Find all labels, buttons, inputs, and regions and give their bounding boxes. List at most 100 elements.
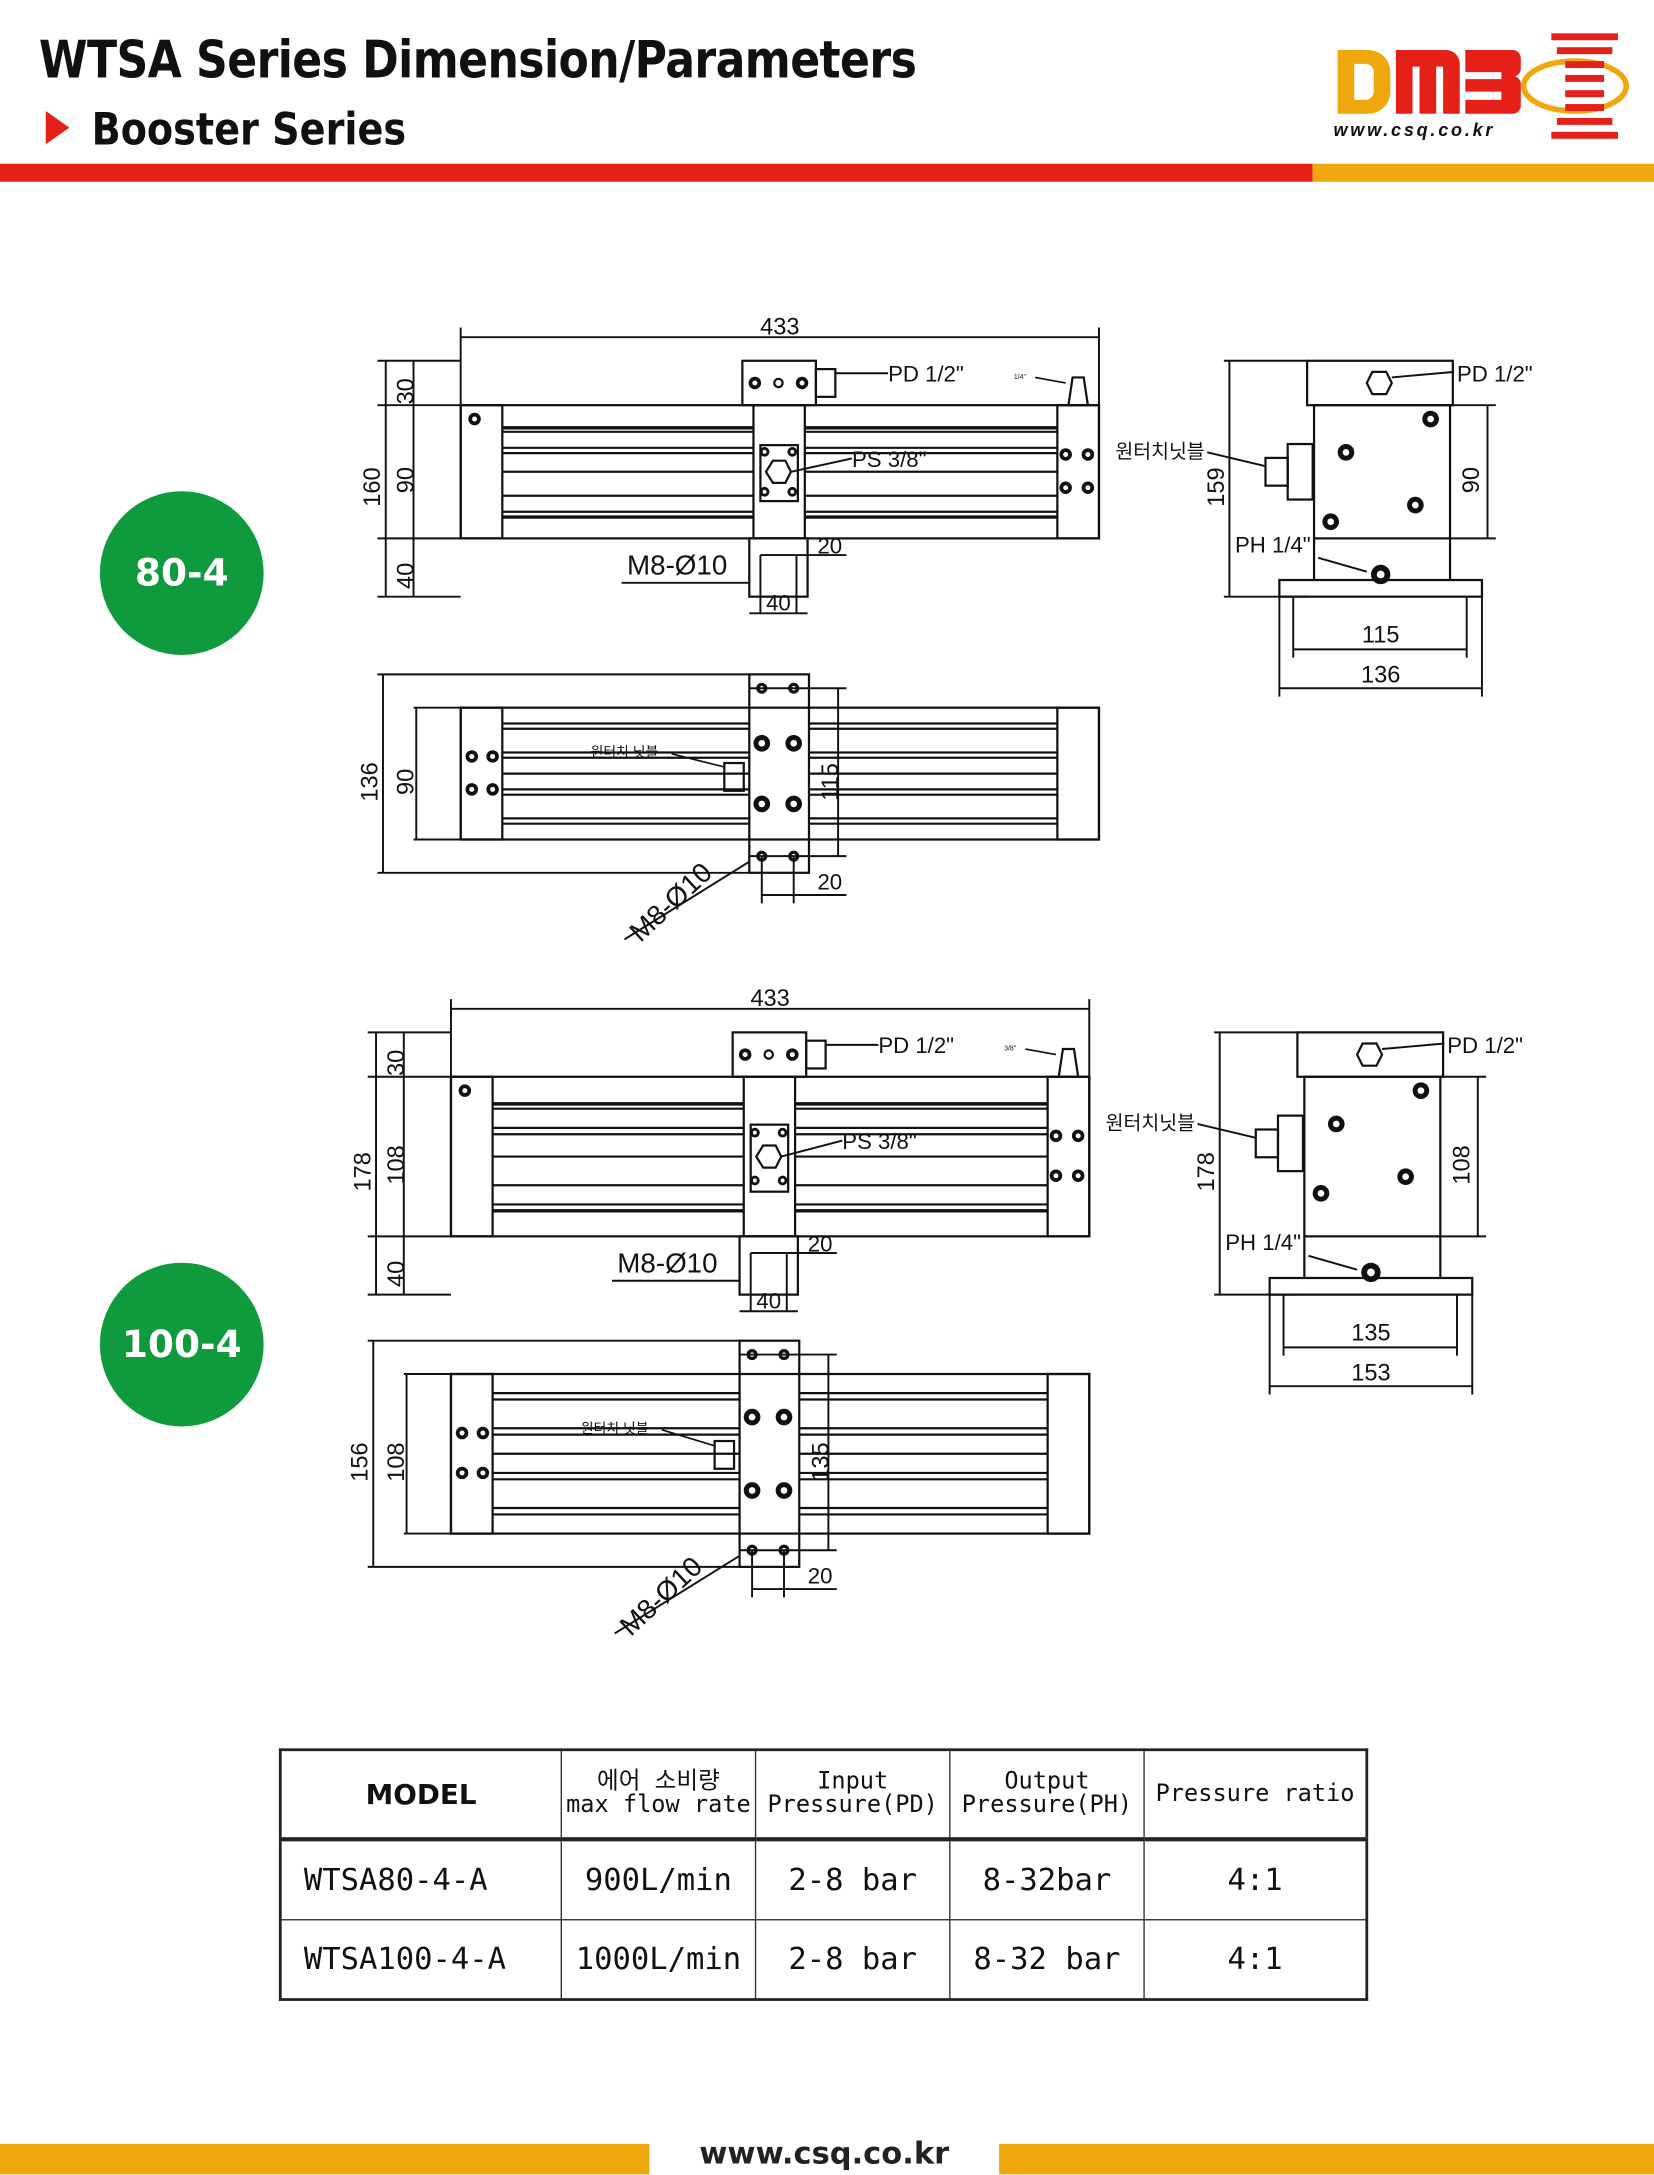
bolt-hole-center [748,1487,756,1494]
top-total-height-label: 136 [356,762,382,801]
foot-offset-label: 20 [808,1232,833,1257]
bolt-hole-center [1332,1120,1340,1128]
bolt-hole-center [480,1470,486,1476]
bolt-hole-center [762,489,767,494]
pd-fitting [805,1039,827,1070]
side-top-block [1296,1031,1445,1078]
center-block-top [738,1339,801,1568]
side-nipple-block [1286,442,1314,501]
top-mount-label: M8-Ø10 [614,1550,708,1641]
side-body [1303,1075,1442,1238]
side-body [1312,404,1452,540]
small-port-fitting [1067,376,1090,407]
pd-port-label: PD 1/2" [878,1033,954,1058]
ps-hex-fitting [754,1144,783,1169]
bolt-hole-center [459,1430,465,1436]
bolt-hole-center [780,1413,788,1421]
side-nipple-label: 원터치닛블 [1115,441,1204,463]
nipple-fitting [723,761,745,792]
table-row: WTSA80-4-A 900L/min 2-8 bar 8-32bar 4:1 [279,1838,1368,1921]
leader-line [1308,1254,1358,1271]
bolt-hole-center [1376,570,1385,579]
page-subtitle: Booster Series [91,102,407,156]
header-bar-red [0,163,1313,182]
leader-line [661,1429,715,1447]
bolt-hole-center [1367,1268,1375,1277]
side-nipple-label: 원터치닛블 [1106,1113,1195,1135]
end-cap-right [1046,1075,1091,1238]
bolt-hole-center [758,739,766,747]
ps-port-label: PS 3/8" [842,1129,916,1154]
nipple-label: 원터치 닛블 [581,1420,649,1436]
bolt-hole-center [1427,415,1434,423]
hole-offset-label: 20 [808,1564,833,1589]
leader-line [1381,1042,1445,1050]
leader-line [1206,451,1266,468]
bolt-hole-center [789,1052,795,1058]
bolt-hole-center [490,786,496,792]
side-nipple-block [1276,1114,1305,1173]
side-total-height-label: 178 [1193,1152,1219,1191]
overall-length-label: 433 [760,313,799,339]
center-block-top [748,673,811,874]
ps-port-plate [759,444,799,503]
side-ph-label: PH 1/4" [1225,1230,1301,1255]
bolt-hole-center [748,1413,756,1421]
bolt-hole-center [780,1130,785,1135]
inner-width-label: 135 [1351,1319,1390,1345]
header-bar-yellow [1312,163,1654,182]
mount-label: M8-Ø10 [617,1247,717,1278]
bottom-height-label: 40 [393,563,419,589]
foot-offset-label: 20 [817,534,842,559]
small-port-label: 3/8" [1004,1045,1017,1052]
bolt-hole-center [1063,485,1069,491]
cell-flow: 900L/min [560,1838,757,1921]
mount-foot [748,537,809,598]
bolt-hole-center [480,1430,486,1436]
leader-line [790,457,853,473]
nipple-fitting [713,1439,736,1470]
logo-url: www.csq.co.kr [1333,119,1496,141]
bolt-hole-center [780,1487,788,1494]
bottom-height-label: 40 [383,1261,409,1287]
col-input-2: Pressure(PD) [767,1791,938,1820]
bolt-hole-center [790,800,798,808]
side-total-height-label: 159 [1203,467,1229,506]
side-nipple [1264,456,1289,487]
nipple-label: 원터치 닛블 [591,743,659,759]
leader-line [623,860,750,941]
mount-label: M8-Ø10 [627,549,727,580]
col-output-2: Pressure(PH) [961,1791,1133,1820]
bolt-hole-center [1402,1173,1409,1181]
bolt-hole-center [1075,1133,1081,1139]
foot-width-label: 40 [766,591,791,616]
end-cap-right [1046,1372,1091,1535]
bolt-hole-center [490,753,496,759]
leader-line [1197,1123,1257,1139]
footer-url[interactable]: www.csq.co.kr [699,2136,950,2172]
pd-fitting [814,367,837,398]
cell-model: WTSA80-4-A [279,1838,562,1921]
pd-hex-fitting [1365,370,1394,396]
bolt-hole-center [780,1178,785,1183]
leader-line [1317,556,1368,573]
leader-line [1391,370,1455,379]
footer-bar-left [0,2143,650,2175]
bolt-hole-center [742,1052,748,1058]
model-badge-80-4: 80-4 [99,491,264,655]
model-badge-100-4: 100-4 [99,1262,264,1427]
total-height-label: 160 [359,467,385,506]
foot-width-label: 40 [756,1289,781,1314]
side-pd-label: PD 1/2" [1447,1033,1523,1058]
side-ph-label: PH 1/4" [1235,532,1311,557]
bolt-hole-center [1053,1133,1059,1139]
